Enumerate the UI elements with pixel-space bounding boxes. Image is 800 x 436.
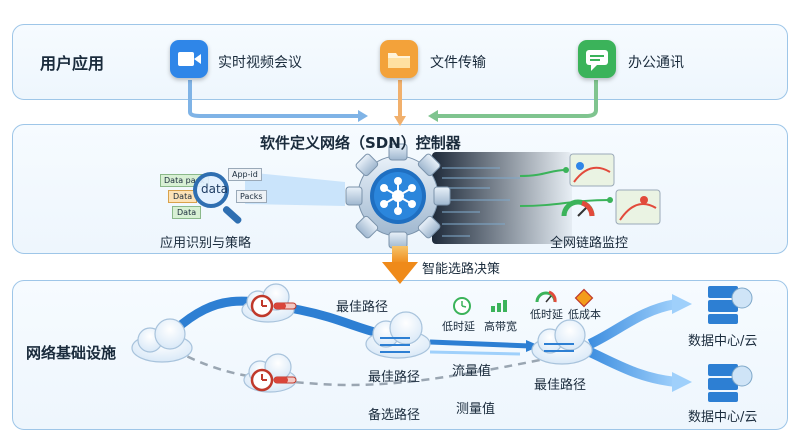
chat-icon: [578, 40, 616, 78]
datacenter-label-top: 数据中心/云: [688, 334, 758, 349]
app-label-video: 实时视频会议: [218, 55, 302, 71]
sdn-left-caption: 应用识别与策略: [160, 236, 252, 251]
video-app-arrow: [188, 80, 360, 118]
decision-arrow-icon: [382, 262, 418, 284]
datacenter-bottom-icon: [708, 364, 753, 402]
metric-label: 高带宽: [484, 320, 517, 333]
chat-app-arrow: [436, 80, 598, 118]
metric-label: 低时延: [442, 320, 475, 333]
datacenter-top-icon: [708, 286, 753, 324]
decision-label: 智能选路决策: [422, 262, 501, 277]
packet-tag: Packs: [236, 190, 267, 203]
source-cloud-icon: [131, 318, 193, 363]
speedometer-monitor-icon: [561, 199, 595, 217]
flow-value-label: 流量值: [452, 364, 492, 379]
best-path-right-label: 最佳路径: [534, 378, 587, 393]
clock-icon: [453, 297, 471, 315]
sdn-title: 软件定义网络（SDN）控制器: [260, 134, 461, 152]
map-card-1-icon: [569, 153, 615, 187]
best-path-mid-label: 最佳路径: [368, 370, 421, 385]
map-card-2-icon: [615, 189, 661, 225]
folder-icon: [380, 40, 418, 78]
bandwidth-icon: [491, 300, 507, 312]
backup-path: [174, 348, 541, 387]
flow-arrow: [429, 339, 531, 349]
best-path-top: [170, 296, 395, 341]
sdn-controller-gear-icon: [345, 143, 451, 249]
cloud-right-icon: [531, 319, 593, 365]
sdn-right-caption: 全网链路监控: [550, 236, 629, 251]
app-label-file: 文件传输: [430, 55, 486, 71]
magnifier-icon: [193, 172, 229, 208]
dc-path-top: [587, 299, 677, 349]
measure-value-label: 测量值: [456, 402, 496, 417]
timer-bottom-icon: [250, 368, 297, 392]
metric-label: 低成本: [568, 308, 601, 321]
magnifier-text: data: [201, 182, 229, 196]
best-path-top-label: 最佳路径: [336, 300, 389, 315]
dc-path-bottom: [587, 347, 677, 387]
terminal-panel: [432, 152, 572, 244]
video-camera-icon: [170, 40, 208, 78]
datacenter-label-bottom: 数据中心/云: [688, 410, 758, 425]
packet-tag: App-id: [228, 168, 262, 181]
measure-arrow: [429, 350, 521, 356]
backup-path-label: 备选路径: [368, 408, 421, 423]
packet-tag: Data: [172, 206, 202, 219]
user-layer-title: 用户应用: [40, 54, 105, 73]
timer-top-icon: [250, 294, 297, 318]
metric-label: 低时延: [530, 308, 563, 321]
speedometer-icon: [535, 290, 557, 303]
app-label-chat: 办公通讯: [628, 55, 684, 71]
cost-sign-icon: [574, 288, 594, 308]
infra-title: 网络基础设施: [26, 344, 117, 362]
